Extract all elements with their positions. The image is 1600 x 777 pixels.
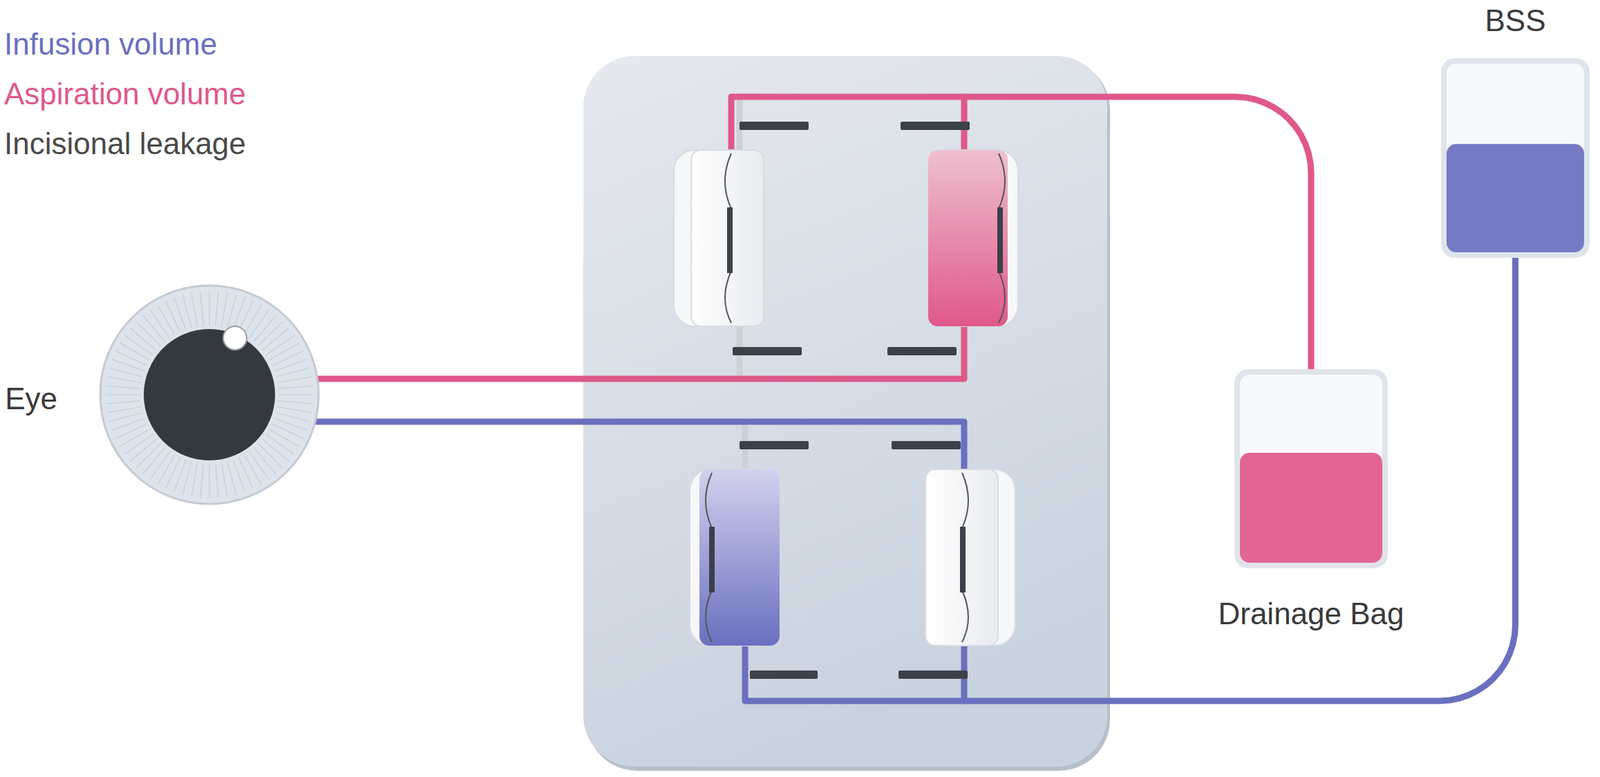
tube-connector — [250, 255, 1516, 701]
eye-sclera — [100, 285, 319, 504]
valves — [732, 121, 970, 679]
node-label: Drainage Bag — [1217, 597, 1404, 631]
pump-top-left — [673, 149, 764, 327]
eye-node: Eye — [98, 284, 320, 506]
container-outline — [1234, 369, 1388, 569]
node-shape — [98, 284, 320, 506]
legend-entry: Infusion volume — [4, 27, 247, 78]
tube-connector — [178, 96, 1312, 379]
legend-text: Incisional leakage — [4, 126, 247, 161]
legend: Infusion volumeAspiration volumeIncision… — [4, 27, 247, 177]
cassette-body — [583, 55, 1108, 767]
container-body — [1239, 374, 1383, 563]
legend-text: Aspiration volume — [4, 76, 247, 111]
legend-text: Infusion volume — [4, 26, 218, 61]
pump-bottom-right — [925, 469, 1016, 646]
node-label: BSS — [1484, 4, 1546, 38]
pump-bottom-left — [689, 469, 780, 646]
legend-entry: Aspiration volume — [4, 77, 247, 128]
bss-bottle: BSS — [1441, 58, 1590, 258]
node-shape — [1441, 58, 1590, 258]
pupil — [143, 328, 276, 461]
node-shape — [1234, 369, 1388, 569]
node-label: Eye — [4, 382, 58, 416]
iris-lines — [105, 290, 314, 499]
legend-entry: Incisional leakage — [4, 127, 247, 177]
highlight — [223, 326, 247, 350]
container-body — [1446, 63, 1585, 253]
drainage-bag: Drainage Bag — [1234, 369, 1388, 569]
container-fluid — [1239, 452, 1383, 563]
container-fluid — [1446, 143, 1585, 253]
container-outline — [1441, 58, 1590, 258]
pump-top-right — [928, 149, 1019, 327]
